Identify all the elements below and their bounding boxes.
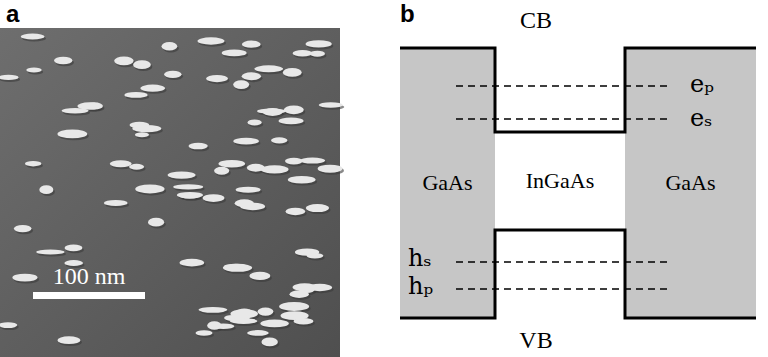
quantum-dot: [285, 158, 303, 165]
quantum-dot: [293, 50, 313, 56]
quantum-dot: [310, 51, 325, 57]
quantum-dot: [224, 264, 248, 269]
quantum-dot: [279, 302, 309, 311]
quantum-dot: [110, 160, 132, 167]
quantum-dot: [248, 119, 262, 125]
ingaas-region: InGaAs: [495, 132, 625, 230]
quantum-dot: [25, 161, 41, 166]
quantum-dot: [261, 338, 277, 347]
band-label: CB: [520, 8, 552, 32]
quantum-dot: [284, 106, 304, 115]
quantum-dot: [233, 138, 259, 145]
quantum-dot: [202, 194, 224, 202]
quantum-dot: [318, 165, 343, 173]
level-label: eₛ: [690, 106, 712, 130]
quantum-dot: [236, 187, 261, 193]
quantum-dot: [39, 185, 53, 194]
quantum-dot: [230, 318, 258, 324]
quantum-dot: [54, 57, 72, 65]
level-label: eₚ: [690, 72, 714, 96]
quantum-dot: [271, 137, 287, 143]
quantum-dot: [279, 118, 304, 125]
panel-letter: a: [6, 2, 19, 26]
quantum-dot: [148, 218, 164, 227]
quantum-dot: [195, 330, 212, 336]
quantum-dot: [261, 165, 289, 173]
quantum-dots: [0, 34, 344, 349]
quantum-dot: [240, 203, 265, 211]
quantum-dot: [173, 184, 203, 189]
quantum-dot: [306, 40, 332, 47]
quantum-dot: [162, 42, 178, 51]
quantum-dot: [257, 109, 285, 114]
sem-background: [0, 28, 340, 357]
quantum-dot: [300, 158, 325, 164]
quantum-dot: [199, 307, 228, 313]
band-label: VB: [519, 328, 552, 352]
quantum-dot: [288, 176, 316, 184]
quantum-dot: [65, 245, 83, 252]
quantum-dot: [218, 160, 245, 168]
quantum-dot: [254, 65, 283, 72]
quantum-dot: [283, 68, 302, 77]
quantum-dot: [135, 184, 164, 193]
quantum-dot: [319, 102, 343, 108]
quantum-dot: [223, 264, 252, 272]
quantum-dot: [249, 272, 270, 280]
scale-label: 100 nm: [53, 264, 126, 288]
quantum-dot: [114, 57, 133, 66]
quantum-dot: [21, 34, 45, 40]
quantum-dot: [26, 67, 41, 72]
quantum-dot: [57, 336, 80, 344]
quantum-dot: [247, 330, 269, 336]
quantum-dot: [293, 283, 317, 291]
panel-letter: b: [400, 2, 415, 26]
quantum-dot: [222, 49, 247, 56]
quantum-dot: [140, 85, 165, 92]
quantum-dot: [177, 192, 203, 198]
quantum-dot: [206, 75, 228, 82]
quantum-dot: [130, 122, 150, 129]
quantum-dot: [57, 129, 87, 138]
quantum-dot: [307, 253, 324, 258]
quantum-dot: [281, 311, 309, 320]
quantum-dot: [306, 204, 329, 212]
quantum-dot: [0, 75, 19, 80]
quantum-dot: [77, 102, 101, 110]
level-label: hₛ: [408, 246, 432, 270]
quantum-dot: [124, 92, 147, 98]
material-name: GaAs: [665, 170, 715, 196]
quantum-dot: [233, 80, 249, 89]
quantum-dot: [12, 274, 37, 282]
quantum-dot: [198, 37, 225, 44]
quantum-dot: [258, 307, 274, 315]
quantum-dot: [242, 72, 261, 80]
quantum-dot: [135, 132, 149, 137]
quantum-dot: [104, 200, 128, 206]
quantum-dot: [242, 41, 261, 48]
quantum-dot: [286, 208, 306, 215]
quantum-dot: [0, 322, 17, 328]
quantum-dot: [168, 171, 196, 178]
quantum-dot: [290, 290, 309, 298]
quantum-dot: [260, 320, 289, 328]
quantum-dot: [164, 71, 181, 78]
quantum-dot: [14, 225, 32, 232]
material-name: InGaAs: [526, 168, 594, 194]
quantum-dot: [207, 321, 221, 330]
level-label: hₚ: [408, 274, 433, 298]
quantum-dot: [188, 143, 207, 150]
material-name: GaAs: [422, 170, 472, 196]
quantum-dot: [133, 60, 151, 69]
scale-bar: [33, 292, 145, 299]
quantum-dot: [214, 167, 229, 175]
quantum-dot: [36, 249, 64, 254]
quantum-dot: [180, 259, 205, 267]
